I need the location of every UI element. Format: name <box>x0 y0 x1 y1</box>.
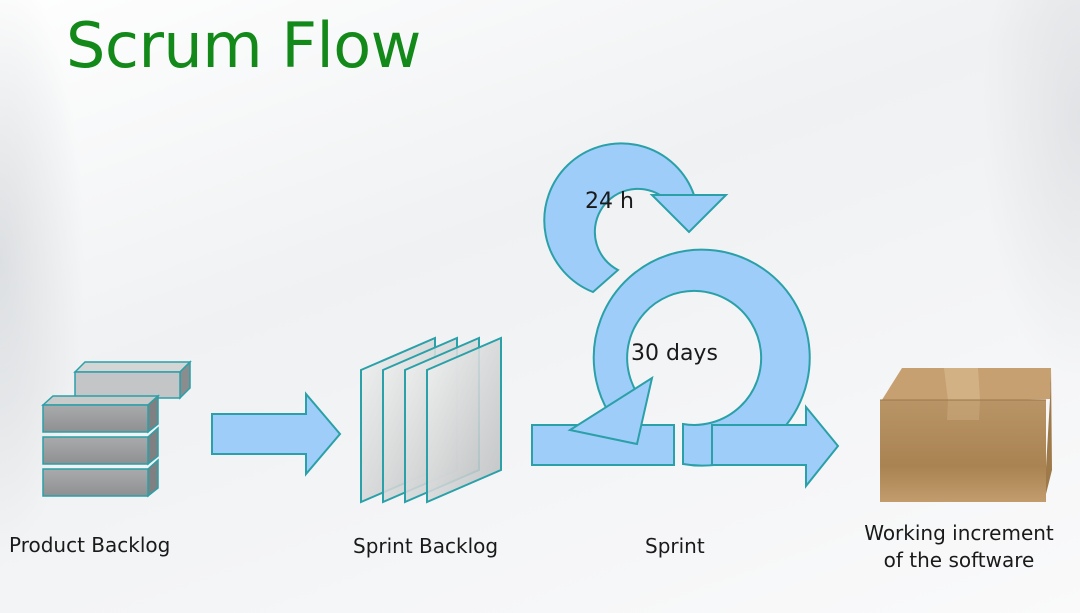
product-backlog-label: Product Backlog <box>9 533 171 557</box>
flow-arrow-1 <box>211 391 342 477</box>
backlog-block <box>73 360 192 400</box>
product-backlog-icon <box>41 360 192 498</box>
working-increment-line-2: of the software <box>883 548 1035 572</box>
backlog-sheet <box>426 336 502 504</box>
daily-cycle-label: 24 h <box>585 189 634 214</box>
sprint-cycle-label: 30 days <box>631 341 718 366</box>
backlog-block <box>42 458 159 498</box>
flow-arrow-2 <box>711 404 840 489</box>
daily-cycle-arrow <box>543 142 729 294</box>
box-icon <box>880 368 1052 502</box>
sprint-backlog-label: Sprint Backlog <box>353 534 499 558</box>
sprint-cycle-arrow <box>531 248 811 467</box>
page-title: Scrum Flow <box>66 9 421 82</box>
working-increment-label: Working increment of the software <box>846 520 1072 574</box>
sprint-backlog-icon <box>360 336 502 504</box>
sprint-label: Sprint <box>645 534 705 558</box>
backlog-block <box>42 426 159 466</box>
working-increment-line-1: Working increment <box>864 521 1054 545</box>
backlog-block <box>41 394 160 434</box>
